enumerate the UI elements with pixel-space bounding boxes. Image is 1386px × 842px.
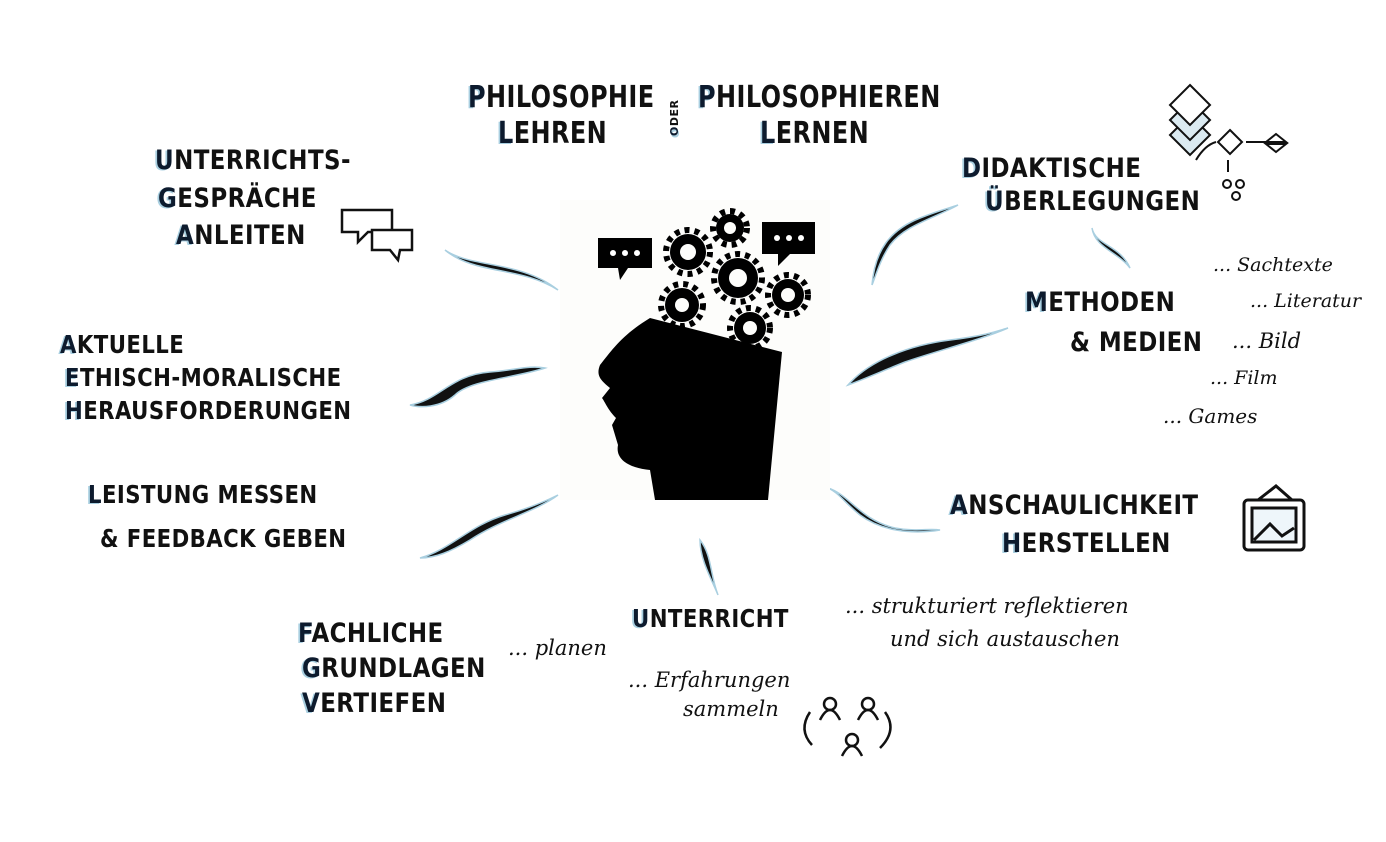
unterricht-label: UNTERRICHT bbox=[632, 604, 789, 633]
picture-frame-icon bbox=[1242, 484, 1306, 552]
fachliche-line2: GRUNDLAGEN bbox=[302, 653, 486, 684]
leistung-line2: & FEEDBACK GEBEN bbox=[100, 524, 347, 553]
stroke-methoden bbox=[845, 327, 1009, 387]
aktuelle-line2: ETHISCH-MORALISCHE bbox=[65, 363, 342, 392]
flowchart-icon bbox=[1168, 83, 1289, 201]
title-left-line1: PHILOSOPHIE bbox=[468, 80, 655, 115]
stroke-gespraeche bbox=[444, 249, 559, 291]
didaktische-line1: DIDAKTISCHE bbox=[962, 153, 1142, 184]
methoden-item: ... Games bbox=[1163, 404, 1258, 428]
stroke-didaktische bbox=[871, 204, 959, 286]
fachliche-line1: FACHLICHE bbox=[298, 618, 444, 649]
methoden-line2: & MEDIEN bbox=[1070, 327, 1203, 358]
stroke-didaktische-methoden bbox=[1091, 227, 1131, 269]
speech-bubbles-icon bbox=[340, 208, 414, 263]
gespraeche-line1: UNTERRICHTS- bbox=[155, 145, 351, 176]
stroke-aktuelle bbox=[409, 366, 548, 408]
didaktische-line2: ÜBERLEGUNGEN bbox=[985, 186, 1201, 217]
fachliche-line3: VERTIEFEN bbox=[302, 688, 447, 719]
methoden-item: ... Bild bbox=[1232, 329, 1302, 353]
methoden-line1: METHODEN bbox=[1025, 287, 1176, 318]
gespraeche-line2: GESPRÄCHE bbox=[158, 183, 317, 214]
methoden-item: ... Literatur bbox=[1250, 290, 1362, 312]
title-right-line2: LERNEN bbox=[760, 116, 870, 151]
stroke-anschaulichkeit bbox=[827, 487, 941, 533]
title-connector: ODER bbox=[668, 99, 681, 136]
gespraeche-line3: ANLEITEN bbox=[176, 220, 306, 251]
aktuelle-line3: HERAUSFORDERUNGEN bbox=[65, 396, 352, 425]
leistung-line1: LEISTUNG MESSEN bbox=[88, 480, 318, 509]
anschaulichkeit-line1: ANSCHAULICHKEIT bbox=[950, 490, 1199, 521]
unterricht-erfahrungen-line1: ... Erfahrungen bbox=[628, 668, 791, 692]
title-left-line2: LEHREN bbox=[498, 116, 608, 151]
stroke-unterricht bbox=[699, 537, 719, 596]
methoden-item: ... Sachtexte bbox=[1213, 254, 1333, 276]
unterricht-planen: ... planen bbox=[508, 636, 607, 660]
aktuelle-line1: AKTUELLE bbox=[60, 330, 185, 359]
methoden-item: ... Film bbox=[1210, 367, 1278, 389]
unterricht-reflektieren-line1: ... strukturiert reflektieren bbox=[845, 594, 1129, 618]
stroke-leistung bbox=[419, 494, 559, 559]
unterricht-erfahrungen-line2: sammeln bbox=[683, 697, 779, 721]
unterricht-reflektieren-line2: und sich austauschen bbox=[890, 627, 1120, 651]
people-cycle-icon bbox=[803, 696, 892, 757]
anschaulichkeit-line2: HERSTELLEN bbox=[1002, 528, 1171, 559]
title-right-line1: PHILOSOPHIEREN bbox=[698, 80, 941, 115]
